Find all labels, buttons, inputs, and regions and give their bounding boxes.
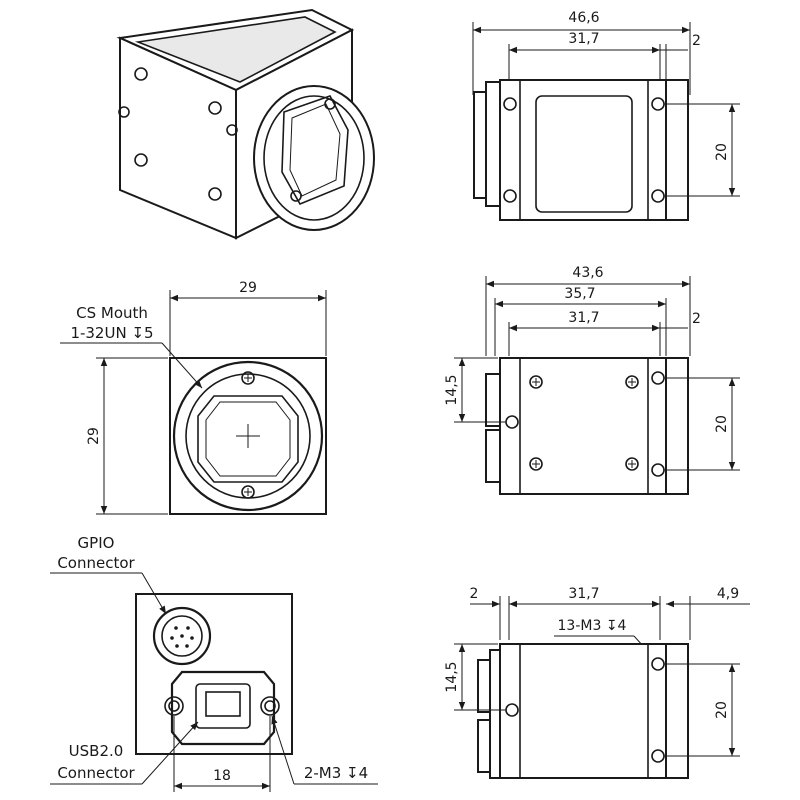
m3-leader — [271, 715, 295, 785]
dim-left-label: 2 — [470, 586, 479, 602]
screw-icon — [625, 457, 639, 471]
lens-screw-icon — [241, 371, 255, 385]
gpio-label: GPIO — [78, 534, 115, 552]
iso-hole-icon — [118, 106, 130, 118]
mount-hole-icon — [164, 696, 184, 716]
gpio-connector-label: Connector — [57, 554, 135, 572]
mount-hole-inner-icon — [168, 700, 180, 712]
lens-stub — [477, 719, 491, 773]
mount-hole-icon — [260, 696, 280, 716]
dim-width-label: 29 — [239, 280, 257, 296]
middle-side-view: 43,6 35,7 31,7 2 14,5 20 — [444, 265, 740, 495]
iso-lens-screw-icon — [324, 98, 336, 110]
usb-port-inner — [205, 691, 241, 717]
dim-body-label: 31,7 — [568, 31, 599, 47]
dim-hole-spacing-label: 20 — [714, 701, 730, 719]
iso-hole-icon — [226, 124, 238, 136]
lens-stub — [485, 373, 501, 427]
screw-icon — [529, 457, 543, 471]
lens-stub — [485, 429, 501, 483]
dim-hole-spacing-label: 20 — [714, 415, 730, 433]
dim-total-label: 43,6 — [572, 265, 603, 281]
dim-flange-label: 2 — [692, 33, 701, 49]
dim-right-label: 4,9 — [717, 586, 739, 602]
dim-left-height-label: 14,5 — [444, 374, 460, 405]
hole-icon — [503, 189, 517, 203]
isometric-view — [116, 8, 375, 240]
screw-icon — [625, 375, 639, 389]
camera-body — [499, 643, 667, 779]
usb-connector-label: Connector — [57, 764, 135, 782]
gpio-leader — [141, 572, 167, 615]
iso-lens-ring-inner — [263, 95, 365, 221]
usb-port-outer — [195, 683, 251, 729]
m3-label: 13-M3 ↧4 — [558, 618, 627, 634]
gpio-connector-outer — [152, 606, 212, 666]
dim-left-height-label: 14,5 — [444, 661, 460, 692]
cs-mouth-label: CS Mouth — [76, 304, 148, 322]
side-panel — [535, 95, 633, 213]
usb-leader — [141, 721, 199, 785]
sensor-window-inner — [205, 401, 291, 477]
m3-label: 2-M3 ↧4 — [304, 764, 368, 782]
camera-body — [499, 79, 667, 221]
rear-plate — [665, 357, 689, 495]
mount-hole-inner-icon — [264, 700, 276, 712]
dim-mid-label: 35,7 — [564, 286, 595, 302]
iso-lens-screw-icon — [290, 190, 302, 202]
iso-screw-icon — [208, 101, 222, 115]
lens-stub — [477, 659, 491, 713]
bottom-side-view: 2 31,7 4,9 13-M3 ↧4 14,5 20 — [444, 586, 750, 779]
dim-flange-label: 2 — [692, 311, 701, 327]
screw-icon — [529, 375, 543, 389]
usb-label: USB2.0 — [69, 742, 124, 760]
cs-thread-label: 1-32UN ↧5 — [70, 324, 153, 342]
lens-screw-icon — [241, 485, 255, 499]
top-side-view: 46,6 31,7 2 20 — [472, 10, 740, 221]
cs-mount-ring-outer — [172, 360, 324, 512]
cs-mouth-leader — [161, 342, 203, 389]
dim-total-label: 46,6 — [568, 10, 599, 26]
dim-body-label: 31,7 — [568, 586, 599, 602]
usb-plate — [170, 670, 276, 746]
back-view: GPIO Connector USB2.0 Connector 2-M3 ↧4 … — [50, 534, 378, 792]
dim-body-label: 31,7 — [568, 310, 599, 326]
front-view: 29 29 CS Mouth 1-32UN ↧5 — [60, 280, 327, 515]
iso-lens-ring-outer — [253, 85, 375, 231]
iso-sensor-window-inner — [289, 103, 341, 197]
dim-hole-spacing-label: 18 — [213, 768, 231, 784]
iso-sensor-window — [281, 95, 349, 206]
iso-screw-icon — [208, 187, 222, 201]
gpio-connector-inner — [161, 615, 203, 657]
iso-screw-icon — [134, 67, 148, 81]
camera-body — [499, 357, 667, 495]
lens-stub — [473, 91, 487, 199]
dim-hole-spacing-label: 20 — [714, 143, 730, 161]
gpio-pins — [170, 626, 194, 648]
hole-icon — [503, 97, 517, 111]
sensor-window — [197, 395, 299, 483]
iso-screw-icon — [134, 153, 148, 167]
iso-top-panel — [134, 16, 337, 83]
rear-plate — [665, 643, 689, 779]
rear-plate — [665, 79, 689, 221]
dim-height-label: 29 — [86, 427, 102, 445]
